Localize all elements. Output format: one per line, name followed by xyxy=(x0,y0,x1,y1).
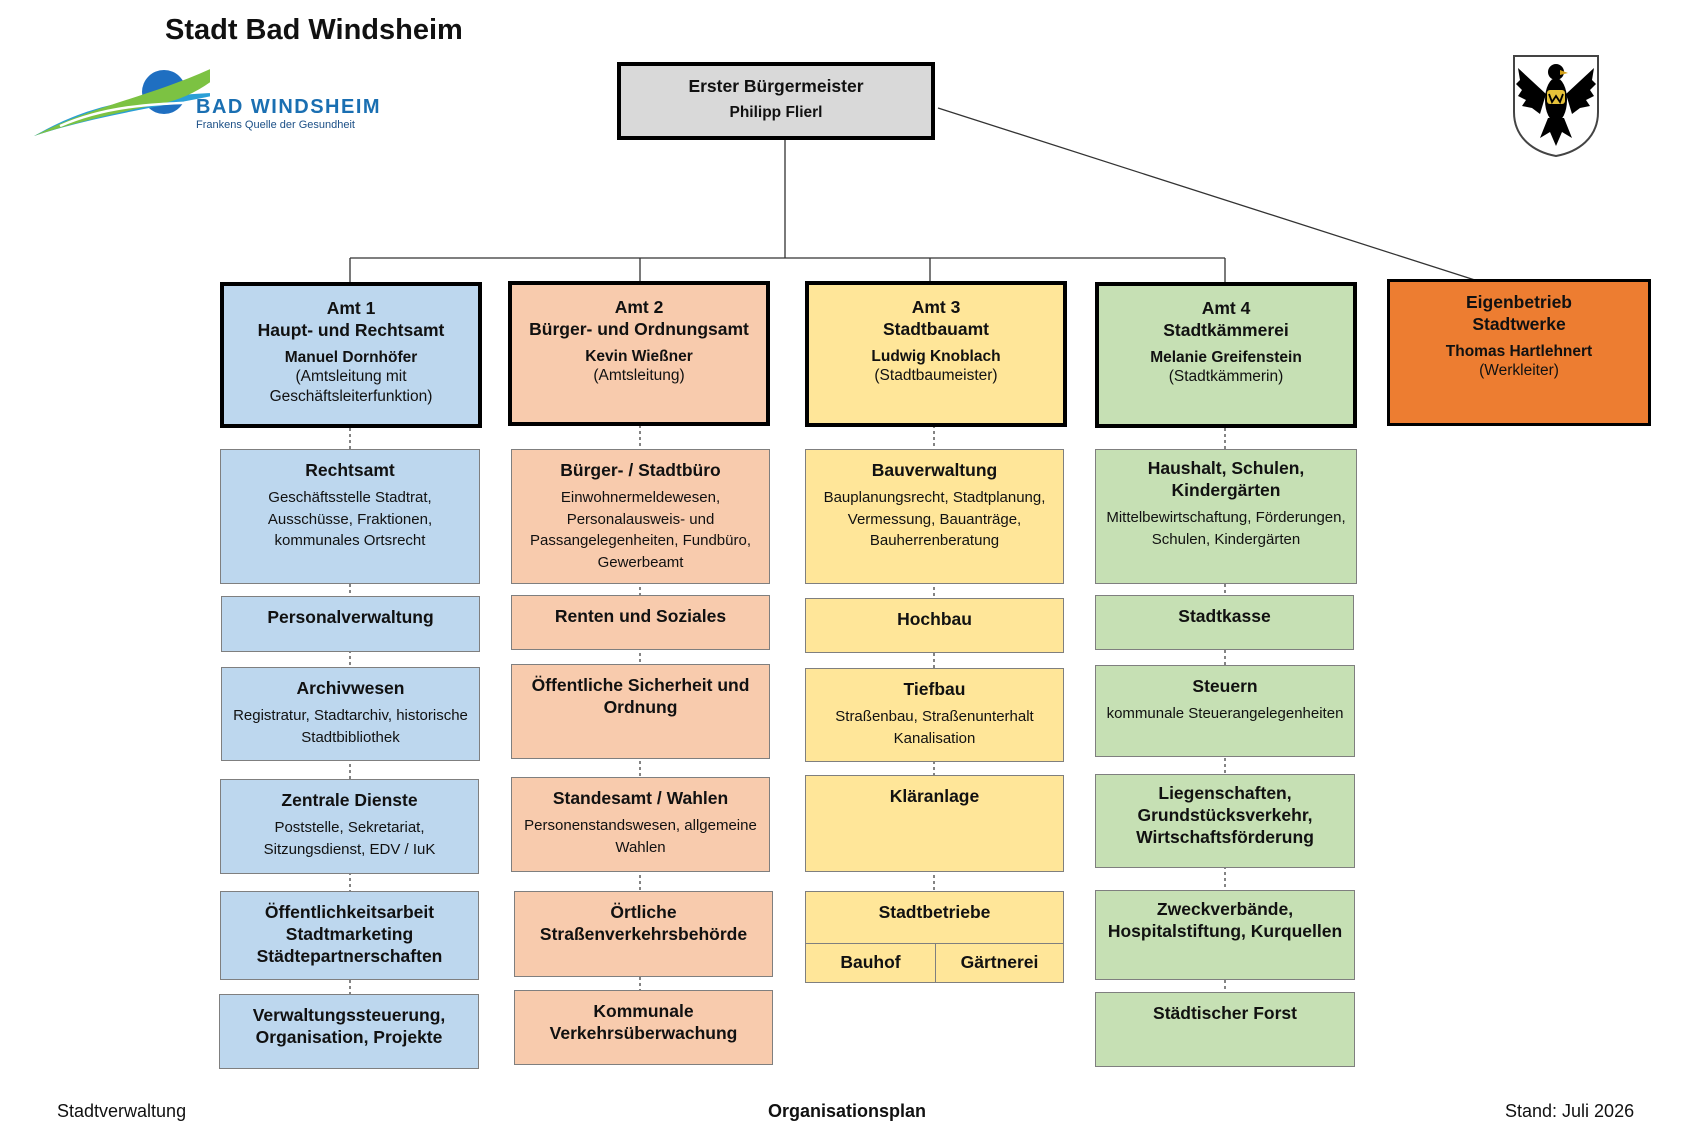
unit-title: Bürger- / Stadtbüro xyxy=(560,460,721,480)
unit-sub-title: Gärtnerei xyxy=(960,952,1039,973)
dept-role: (Amtsleitung mit Geschäftsleiterfunktion… xyxy=(269,368,433,405)
stadtwerke-link xyxy=(937,107,1479,282)
unit-sub-box: Gärtnerei xyxy=(935,943,1064,983)
dept-role: (Amtsleitung) xyxy=(593,367,685,385)
dept-head: Ludwig Knoblach xyxy=(871,347,1001,365)
unit-description: Personenstandswesen, allgemeine Wahlen xyxy=(524,816,757,856)
unit-title: Öffentlichkeitsarbeit Stadtmarketing Stä… xyxy=(256,902,443,966)
unit-title: Liegenschaften, Grundstücksverkehr, Wirt… xyxy=(1136,783,1314,847)
unit-title: Zweckverbände, Hospitalstiftung, Kurquel… xyxy=(1107,899,1343,941)
unit-box: Örtliche Straßenverkehrsbehörde xyxy=(514,891,773,977)
unit-box: Stadtkasse xyxy=(1095,595,1354,650)
unit-title: Haushalt, Schulen, Kindergärten xyxy=(1147,458,1305,500)
unit-box: Bauverwaltung Bauplanungsrecht, Stadtpla… xyxy=(805,449,1064,584)
unit-title: Städtischer Forst xyxy=(1153,1003,1297,1023)
unit-box: Öffentlichkeitsarbeit Stadtmarketing Stä… xyxy=(220,891,479,980)
unit-box: Bürger- / Stadtbüro Einwohnermeldewesen,… xyxy=(511,449,770,584)
unit-sub-title: Bauhof xyxy=(840,952,901,973)
mayor-box: Erster Bürgermeister Philipp Flierl xyxy=(617,62,935,140)
dept-name: Stadtwerke xyxy=(1472,313,1566,334)
unit-box: Zentrale Dienste Poststelle, Sekretariat… xyxy=(220,779,479,874)
unit-description: Einwohnermeldewesen, Personalausweis- un… xyxy=(529,488,751,572)
unit-title: Öffentliche Sicherheit und Ordnung xyxy=(531,675,750,717)
unit-title: Kläranlage xyxy=(889,786,980,806)
unit-title: Bauverwaltung xyxy=(871,460,998,480)
bad-windsheim-logo: BAD WINDSHEIM Frankens Quelle der Gesund… xyxy=(30,52,390,142)
unit-box: Renten und Soziales xyxy=(511,595,770,650)
footer-left: Stadtverwaltung xyxy=(57,1101,187,1121)
dept-title: Amt 2 xyxy=(614,297,664,317)
unit-description: Registratur, Stadtarchiv, historische St… xyxy=(233,706,468,746)
dept-title: Amt 4 xyxy=(1201,298,1251,318)
unit-sub-box: Bauhof xyxy=(805,943,936,983)
unit-box: Tiefbau Straßenbau, Straßenunterhalt Kan… xyxy=(805,668,1064,762)
dept-name: Haupt- und Rechtsamt xyxy=(257,319,445,340)
unit-description: Poststelle, Sekretariat, Sitzungsdienst,… xyxy=(263,818,436,858)
unit-title: Stadtbetriebe xyxy=(878,902,991,922)
unit-description: Straßenbau, Straßenunterhalt Kanalisatio… xyxy=(835,707,1034,747)
unit-title: Kommunale Verkehrsüberwachung xyxy=(549,1001,738,1043)
dept-title: Amt 1 xyxy=(326,298,376,318)
unit-description: Geschäftsstelle Stadtrat, Ausschüsse, Fr… xyxy=(267,488,433,550)
mayor-title: Erster Bürgermeister xyxy=(688,76,864,96)
unit-description: kommunale Steuerangelegenheiten xyxy=(1106,704,1344,722)
unit-description: Mittelbewirtschaftung, Förderungen, Schu… xyxy=(1106,508,1346,548)
unit-box: Archivwesen Registratur, Stadtarchiv, hi… xyxy=(221,667,480,761)
unit-box: Haushalt, Schulen, Kindergärten Mittelbe… xyxy=(1095,449,1357,584)
unit-title: Renten und Soziales xyxy=(554,606,727,626)
dept-head: Thomas Hartlehnert xyxy=(1445,342,1593,360)
footer-right: Stand: Juli 2026 xyxy=(1505,1101,1635,1121)
dept-amt4-box: Amt 4 Stadtkämmerei Melanie Greifenstein… xyxy=(1095,282,1357,428)
logo-name: BAD WINDSHEIM xyxy=(196,96,382,118)
dept-amt3-box: Amt 3 Stadtbauamt Ludwig Knoblach (Stadt… xyxy=(805,281,1067,427)
city-title: Stadt Bad Windsheim xyxy=(165,14,463,46)
dept-head: Melanie Greifenstein xyxy=(1150,348,1302,366)
unit-box: Stadtbetriebe xyxy=(805,891,1064,944)
coat-of-arms-icon xyxy=(1510,54,1602,158)
unit-box: Rechtsamt Geschäftsstelle Stadtrat, Auss… xyxy=(220,449,480,584)
unit-title: Zentrale Dienste xyxy=(281,790,418,810)
unit-description: Bauplanungsrecht, Stadtplanung, Vermessu… xyxy=(823,488,1046,550)
dept-title: Amt 3 xyxy=(911,297,961,317)
unit-box: Liegenschaften, Grundstücksverkehr, Wirt… xyxy=(1095,774,1355,868)
mayor-name: Philipp Flierl xyxy=(729,103,823,121)
dept-title: Eigenbetrieb xyxy=(1466,292,1572,312)
dept-role: (Werkleiter) xyxy=(1479,362,1559,380)
logo-wave-icon xyxy=(34,58,233,136)
unit-title: Tiefbau xyxy=(903,679,966,699)
unit-title: Archivwesen xyxy=(296,678,405,698)
unit-title: Personalverwaltung xyxy=(267,607,434,627)
unit-title: Hochbau xyxy=(897,609,972,629)
unit-box: Städtischer Forst xyxy=(1095,992,1355,1067)
unit-title: Rechtsamt xyxy=(305,460,395,480)
dept-role: (Stadtkämmerin) xyxy=(1168,368,1284,386)
logo-tagline: Frankens Quelle der Gesundheit xyxy=(196,119,355,131)
dept-name: Bürger- und Ordnungsamt xyxy=(529,318,749,339)
unit-box: Personalverwaltung xyxy=(221,596,480,652)
dept-amt2-box: Amt 2 Bürger- und Ordnungsamt Kevin Wieß… xyxy=(508,281,770,426)
unit-box: Öffentliche Sicherheit und Ordnung xyxy=(511,664,770,759)
unit-box: Kommunale Verkehrsüberwachung xyxy=(514,990,773,1065)
unit-title: Verwaltungssteuerung, Organisation, Proj… xyxy=(252,1005,446,1047)
dept-name: Stadtbauamt xyxy=(883,318,989,339)
unit-box: Standesamt / Wahlen Personenstandswesen,… xyxy=(511,777,770,872)
unit-title: Standesamt / Wahlen xyxy=(552,788,729,808)
footer-center: Organisationsplan xyxy=(768,1101,927,1121)
dept-head: Kevin Wießner xyxy=(585,347,693,365)
dept-stadtwerke-box: Eigenbetrieb Stadtwerke Thomas Hartlehne… xyxy=(1387,279,1651,426)
dept-amt1-box: Amt 1 Haupt- und Rechtsamt Manuel Dornhö… xyxy=(220,282,482,428)
unit-box: Kläranlage xyxy=(805,775,1064,872)
unit-box: Zweckverbände, Hospitalstiftung, Kurquel… xyxy=(1095,890,1355,980)
unit-title: Stadtkasse xyxy=(1178,606,1271,626)
dept-role: (Stadtbaumeister) xyxy=(874,367,998,385)
unit-title: Steuern xyxy=(1192,676,1258,696)
dept-head: Manuel Dornhöfer xyxy=(284,348,418,366)
unit-box: Hochbau xyxy=(805,598,1064,653)
dept-name: Stadtkämmerei xyxy=(1163,319,1289,340)
unit-box: Steuern kommunale Steuerangelegenheiten xyxy=(1095,665,1355,757)
unit-box: Verwaltungssteuerung, Organisation, Proj… xyxy=(219,994,479,1069)
unit-title: Örtliche Straßenverkehrsbehörde xyxy=(539,902,748,944)
